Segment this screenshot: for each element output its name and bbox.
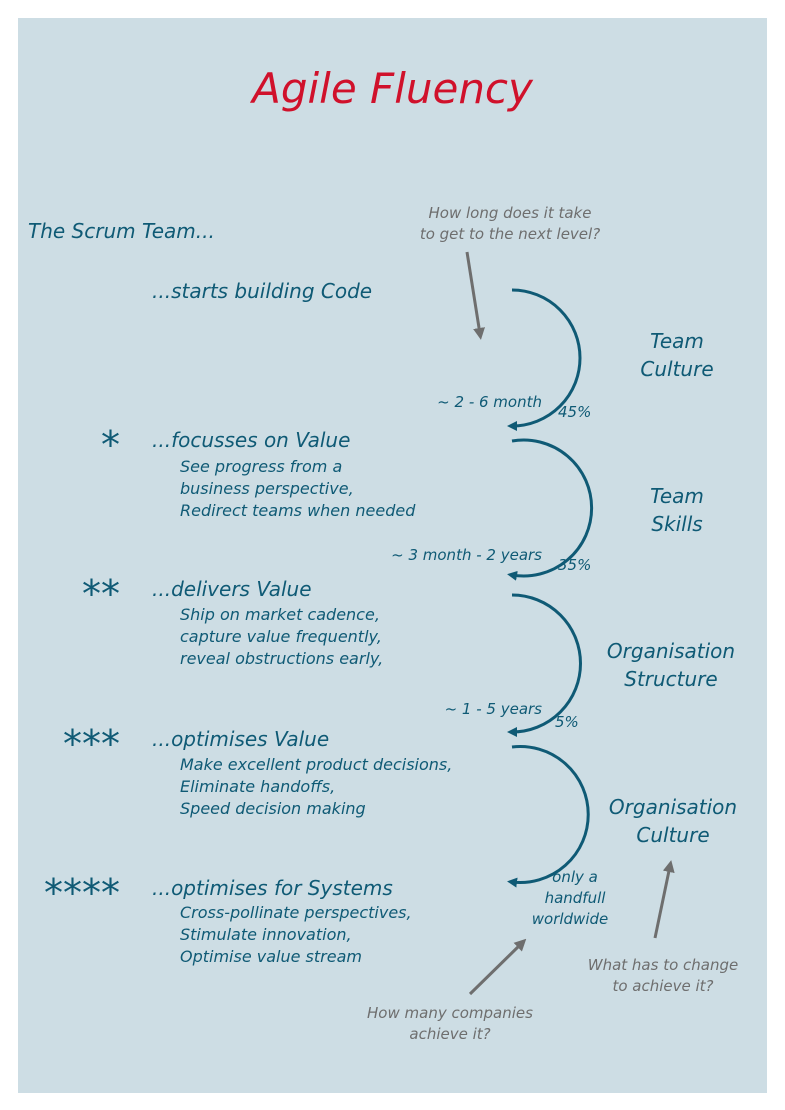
arc-arrow-3 — [507, 593, 582, 737]
level-heading: ...optimises for Systems — [152, 876, 393, 900]
level-detail: capture value frequently, — [180, 627, 382, 646]
level-detail: Stimulate innovation, — [180, 925, 352, 944]
level-heading: ...delivers Value — [152, 577, 312, 601]
level-stars: *** — [63, 722, 120, 766]
level-stars: **** — [44, 871, 120, 915]
transition-share: only a — [552, 868, 598, 886]
transition-share: 5% — [555, 713, 579, 731]
level-detail: Optimise value stream — [180, 947, 362, 966]
category-label: Organisation — [608, 795, 738, 819]
transition-share: 35% — [558, 556, 592, 574]
transition-share: worldwide — [531, 910, 609, 928]
companies-question-arrow — [468, 938, 527, 996]
time-question-arrow — [465, 251, 485, 340]
category-label: Culture — [640, 357, 714, 381]
category-label: Culture — [636, 823, 710, 847]
transition-duration: ~ 2 - 6 month — [437, 393, 542, 411]
change-question: to achieve it? — [612, 977, 714, 995]
transition-share: handfull — [544, 889, 606, 907]
category-label: Team — [650, 484, 704, 508]
time-question: to get to the next level? — [419, 225, 601, 243]
level-detail: Redirect teams when needed — [180, 501, 416, 520]
level-detail: Speed decision making — [180, 799, 366, 818]
page-title: Agile Fluency — [252, 64, 533, 113]
category-label: Skills — [651, 512, 703, 536]
time-question: How long does it take — [428, 204, 592, 222]
transition-share: 45% — [558, 403, 592, 421]
arc-arrow-1 — [507, 288, 582, 431]
level-detail: See progress from a — [180, 457, 343, 476]
level-detail: Ship on market cadence, — [180, 605, 380, 624]
level-detail: Eliminate handoffs, — [180, 777, 336, 796]
companies-question: achieve it? — [409, 1025, 491, 1043]
category-label: Organisation — [606, 639, 736, 663]
level-detail: Cross-pollinate perspectives, — [180, 903, 412, 922]
change-question: What has to change — [587, 956, 739, 974]
level-detail: reveal obstructions early, — [180, 649, 384, 668]
arc-arrow-2 — [507, 438, 594, 581]
level-detail: business perspective, — [180, 479, 354, 498]
category-label: Structure — [624, 667, 718, 691]
change-question-arrow — [653, 860, 675, 939]
level-stars: ** — [82, 572, 120, 616]
category-label: Team — [650, 329, 704, 353]
diagram-panel — [18, 18, 767, 1093]
intro-text: The Scrum Team... — [28, 219, 215, 243]
level-stars: * — [101, 423, 120, 467]
transition-duration: ~ 1 - 5 years — [444, 700, 542, 718]
companies-question: How many companies — [367, 1004, 533, 1022]
level-heading: ...starts building Code — [152, 279, 373, 303]
arc-arrow-4 — [507, 745, 590, 888]
transition-duration: ~ 3 month - 2 years — [391, 546, 542, 564]
level-heading: ...optimises Value — [152, 727, 330, 751]
level-heading: ...focusses on Value — [152, 428, 351, 452]
level-detail: Make excellent product decisions, — [180, 755, 453, 774]
